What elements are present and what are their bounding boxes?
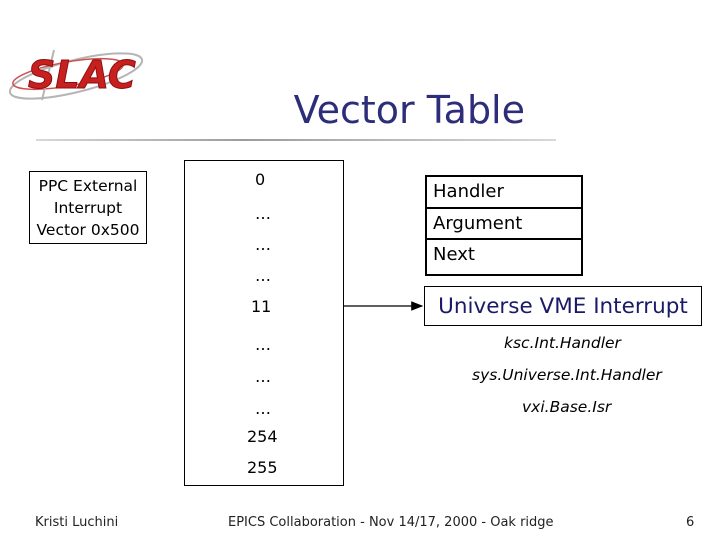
vector-index: … [255,266,271,285]
slide-title: Vector Table [293,88,525,132]
universe-vme-interrupt-box: Universe VME Interrupt [424,286,702,326]
struct-field-handler: Handler [433,181,504,202]
handler-ksc: ksc.Int.Handler [504,334,621,352]
vector-index: 255 [247,458,278,477]
handler-struct: Handler Argument Next [425,175,583,276]
vector-table: 0 … … … 11 … … … 254 255 [184,160,344,486]
vector-row: … [185,394,343,424]
vector-index: 11 [251,297,272,316]
page-number: 6 [686,515,695,530]
vector-row: … [185,330,343,360]
vector-index: … [255,235,271,254]
vector-row: 255 [185,453,343,483]
vector-index: … [255,204,271,223]
handler-vxi-base: vxi.Base.Isr [522,398,612,416]
vector-row: 11 [185,292,343,322]
handler-sys-universe: sys.Universe.Int.Handler [472,366,662,384]
struct-field-next: Next [427,238,581,269]
vector-index: 0 [255,170,266,189]
vector-row: … [185,261,343,291]
vector-row: … [185,362,343,392]
struct-field-argument: Argument [427,207,581,238]
vector-row: 0 [185,165,343,195]
footer-author: Kristi Luchini [35,515,119,530]
title-divider [36,139,556,141]
vector-row: … [185,230,343,260]
vector-index: … [255,367,271,386]
universe-vme-interrupt-label: Universe VME Interrupt [438,293,688,319]
vector-row: … [185,199,343,229]
footer-event: EPICS Collaboration - Nov 14/17, 2000 - … [228,515,554,530]
ppc-interrupt-box: PPC External Interrupt Vector 0x500 [29,171,147,244]
logo-text: SLAC [28,53,136,97]
ppc-interrupt-label: PPC External Interrupt Vector 0x500 [36,176,140,239]
vector-index: … [255,335,271,354]
slac-logo: SLAC [8,49,144,101]
vector-index: … [255,399,271,418]
vector-index: 254 [247,427,278,446]
vector-row: 254 [185,422,343,452]
